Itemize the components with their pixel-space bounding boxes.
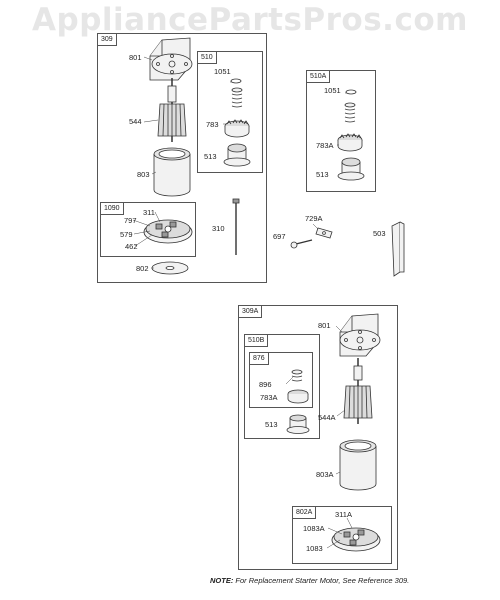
part-801-bracket xyxy=(339,313,381,357)
note: NOTE: For Replacement Starter Motor, See… xyxy=(210,576,409,585)
label-513: 513 xyxy=(265,420,278,429)
label-783: 783 xyxy=(206,120,219,129)
group-label: 309A xyxy=(239,306,263,318)
group-802a: 802A xyxy=(292,506,392,564)
label-462: 462 xyxy=(125,242,138,251)
part-311a-endcap xyxy=(331,527,381,552)
label-311a: 311A xyxy=(335,510,352,519)
part-783a-gear xyxy=(337,133,363,152)
label-311: 311 xyxy=(143,208,155,217)
part-544a-armature xyxy=(343,358,373,424)
group-309: 309 xyxy=(97,33,267,283)
part-1051-clip xyxy=(345,89,357,95)
part-697-screw xyxy=(290,239,313,249)
part-896-spring xyxy=(291,369,303,382)
label-803: 803 xyxy=(137,170,150,179)
label-1051: 1051 xyxy=(324,86,341,95)
watermark: AppliancePartsPros.com xyxy=(32,2,468,38)
label-503: 503 xyxy=(373,229,386,238)
part-783-spring xyxy=(231,87,243,108)
part-513-drive xyxy=(337,157,365,181)
label-513: 513 xyxy=(316,170,329,179)
group-label: 802A xyxy=(293,507,317,519)
group-1090: 1090 xyxy=(100,202,196,257)
group-label: 510B xyxy=(245,335,269,347)
group-309a: 309A xyxy=(238,305,398,570)
part-783a-spring xyxy=(344,102,356,123)
part-801-bracket xyxy=(149,37,193,81)
part-544-armature xyxy=(157,78,187,142)
label-1051: 1051 xyxy=(214,67,231,76)
part-783-gear xyxy=(224,119,250,138)
group-label: 510 xyxy=(198,52,217,64)
label-310: 310 xyxy=(212,224,225,233)
part-503-bracket xyxy=(391,221,405,277)
label-579: 579 xyxy=(120,230,133,239)
label-1083a: 1083A xyxy=(303,524,325,533)
part-803-housing xyxy=(153,147,191,197)
group-510a: 510A xyxy=(306,70,376,192)
part-310-bolt xyxy=(232,198,240,255)
part-783a-gear xyxy=(287,389,309,404)
label-896: 896 xyxy=(259,380,272,389)
label-729a: 729A xyxy=(305,214,323,223)
part-729a-clip xyxy=(315,227,333,239)
part-802-plate xyxy=(151,261,189,275)
label-803a: 803A xyxy=(316,470,334,479)
label-697: 697 xyxy=(273,232,286,241)
note-label: NOTE: xyxy=(210,576,234,585)
part-803a-housing xyxy=(339,439,377,491)
label-513: 513 xyxy=(204,152,217,161)
part-513-drive xyxy=(223,143,251,167)
group-label: 510A xyxy=(307,71,331,83)
label-1083: 1083 xyxy=(306,544,323,553)
note-text: For Replacement Starter Motor, See Refer… xyxy=(233,576,410,585)
group-label: 1090 xyxy=(101,203,124,215)
label-783a: 783A xyxy=(260,393,278,402)
label-801: 801 xyxy=(129,53,142,62)
label-783a: 783A xyxy=(316,141,334,150)
label-544: 544 xyxy=(129,117,142,126)
group-876: 876 xyxy=(249,352,313,408)
part-1051-clip xyxy=(230,78,242,84)
part-311-endcap xyxy=(143,219,193,244)
label-802: 802 xyxy=(136,264,149,273)
group-510: 510 xyxy=(197,51,263,173)
group-label: 309 xyxy=(98,34,117,46)
part-513-drive xyxy=(286,414,310,434)
label-544a: 544A xyxy=(318,413,336,422)
label-801: 801 xyxy=(318,321,331,330)
group-510b: 510B xyxy=(244,334,320,439)
label-797: 797 xyxy=(124,216,137,225)
group-label: 876 xyxy=(250,353,269,365)
